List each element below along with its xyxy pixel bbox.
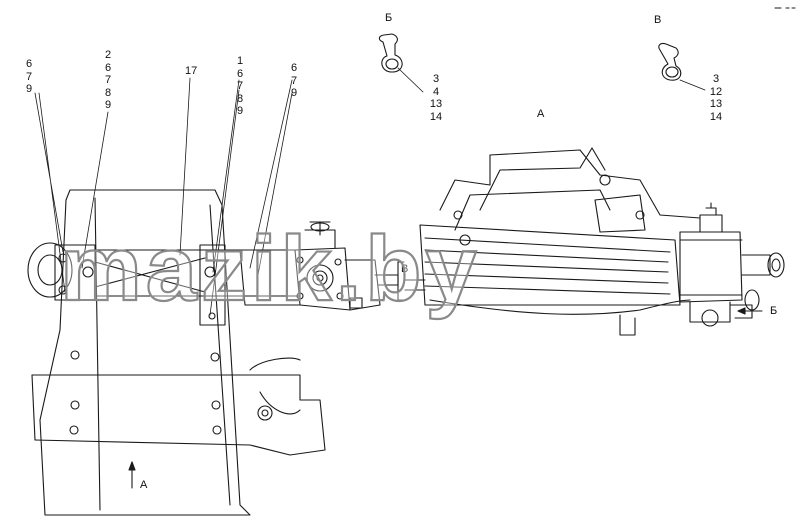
- callout-group-left: 6 7 9: [26, 58, 32, 96]
- callout-detail-v: 3 12 13 14: [708, 73, 724, 123]
- callout-number: 14: [709, 110, 723, 123]
- callout-number: 6: [105, 61, 112, 74]
- callout-number: 3: [712, 73, 720, 85]
- detail-v-fitting: [658, 42, 682, 81]
- callout-number: 13: [429, 98, 443, 110]
- section-marker-v: В: [401, 263, 409, 275]
- callout-number: 1: [237, 55, 244, 67]
- callout-number: 3: [432, 73, 440, 85]
- callout-number: 6: [26, 58, 33, 70]
- callout-group-1: 1 6 7 8 9: [237, 55, 243, 118]
- callout-number: 4: [432, 85, 440, 98]
- detail-b-fitting: [378, 33, 403, 73]
- callout-number: 6: [237, 67, 244, 80]
- left-eye-bracket: [27, 242, 73, 298]
- callout-number: 7: [237, 80, 244, 92]
- callout-number: 2: [105, 49, 112, 61]
- callout-number: 7: [291, 74, 298, 87]
- callout-number: 6: [291, 62, 298, 74]
- callout-number: 9: [26, 83, 33, 95]
- valve-block: [239, 249, 301, 306]
- view-label-b: Б: [385, 12, 393, 24]
- view-label-v: В: [654, 14, 662, 26]
- callout-17: 17: [185, 65, 198, 77]
- callout-number: 8: [105, 86, 112, 99]
- callout-detail-b: 3 4 13 14: [428, 73, 444, 123]
- callout-number: 9: [291, 87, 298, 99]
- callout-group-right: 6 7 9: [291, 62, 297, 100]
- callout-number: 7: [26, 70, 33, 83]
- callout-number: 14: [429, 110, 443, 123]
- callout-group-2: 2 6 7 8 9: [105, 49, 111, 112]
- section-arrow-b: Б: [770, 305, 778, 317]
- callout-number: 9: [105, 99, 112, 111]
- callout-number: 7: [105, 74, 112, 86]
- section-arrow-a: А: [140, 479, 148, 491]
- callout-number: 8: [237, 92, 244, 105]
- filter-housing: [679, 231, 743, 303]
- callout-number: 12: [709, 85, 723, 98]
- callout-number: 13: [709, 98, 723, 110]
- pipe-bundle: [419, 224, 681, 306]
- view-label-a: А: [537, 108, 545, 120]
- callout-number: 9: [237, 105, 244, 117]
